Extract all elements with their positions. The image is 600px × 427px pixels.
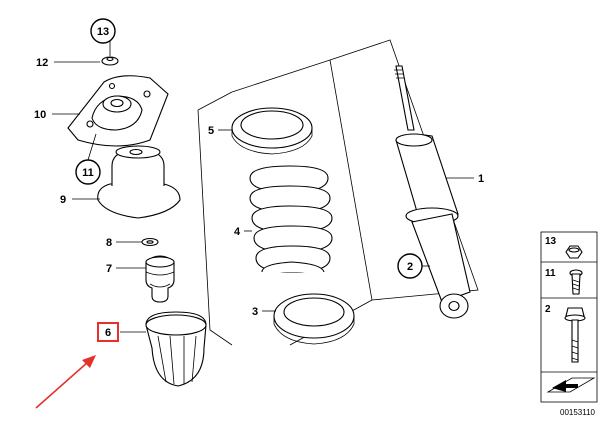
callout-6-label: 6 — [105, 327, 111, 339]
callout-10-label[interactable]: 10 — [34, 109, 46, 121]
callout-6-highlight-box — [97, 322, 119, 342]
part-1-shock-absorber — [394, 65, 471, 319]
callout-12-label[interactable]: 12 — [36, 57, 48, 69]
part-5-upper-spring-seat — [231, 107, 313, 155]
legend-label-11: 11 — [545, 268, 556, 279]
reference-number: 00153110 — [560, 408, 596, 417]
callout-13[interactable]: 13 — [90, 18, 116, 44]
leader-lines — [52, 41, 474, 333]
callout-6[interactable]: 6 — [97, 322, 119, 342]
part-13-nut — [101, 56, 119, 66]
legend-bolt-icon — [569, 269, 583, 295]
callout-13-label: 13 — [97, 26, 109, 38]
part-6-dust-sleeve — [145, 311, 207, 387]
callout-11[interactable]: 11 — [75, 159, 101, 185]
legend-label-2: 2 — [545, 304, 551, 315]
callout-5-label[interactable]: 5 — [208, 125, 214, 137]
callout-7-label[interactable]: 7 — [106, 263, 112, 275]
fastener-legend: 13 11 2 — [540, 231, 598, 403]
callout-4-label[interactable]: 4 — [234, 226, 241, 238]
callout-3-label[interactable]: 3 — [252, 306, 258, 318]
callout-8-label[interactable]: 8 — [106, 237, 112, 249]
legend-arrow-icon — [546, 377, 596, 393]
part-10-strut-mount — [67, 75, 169, 147]
callout-1-label[interactable]: 1 — [478, 173, 484, 185]
legend-nut-icon — [565, 245, 583, 259]
callout-2[interactable]: 2 — [397, 253, 423, 279]
legend-long-bolt-icon — [564, 307, 586, 363]
callout-9-label[interactable]: 9 — [60, 194, 66, 206]
legend-label-13: 13 — [545, 236, 557, 247]
callout-2-label: 2 — [407, 261, 413, 273]
part-7-bump-stop — [145, 255, 175, 303]
part-4-coil-spring — [249, 165, 333, 273]
callout-11-label: 11 — [82, 167, 94, 179]
part-8-washer — [141, 237, 159, 247]
red-pointer-arrow — [35, 355, 96, 409]
part-9-spring-cap — [97, 145, 181, 219]
part-3-lower-spring-seat — [273, 293, 355, 345]
